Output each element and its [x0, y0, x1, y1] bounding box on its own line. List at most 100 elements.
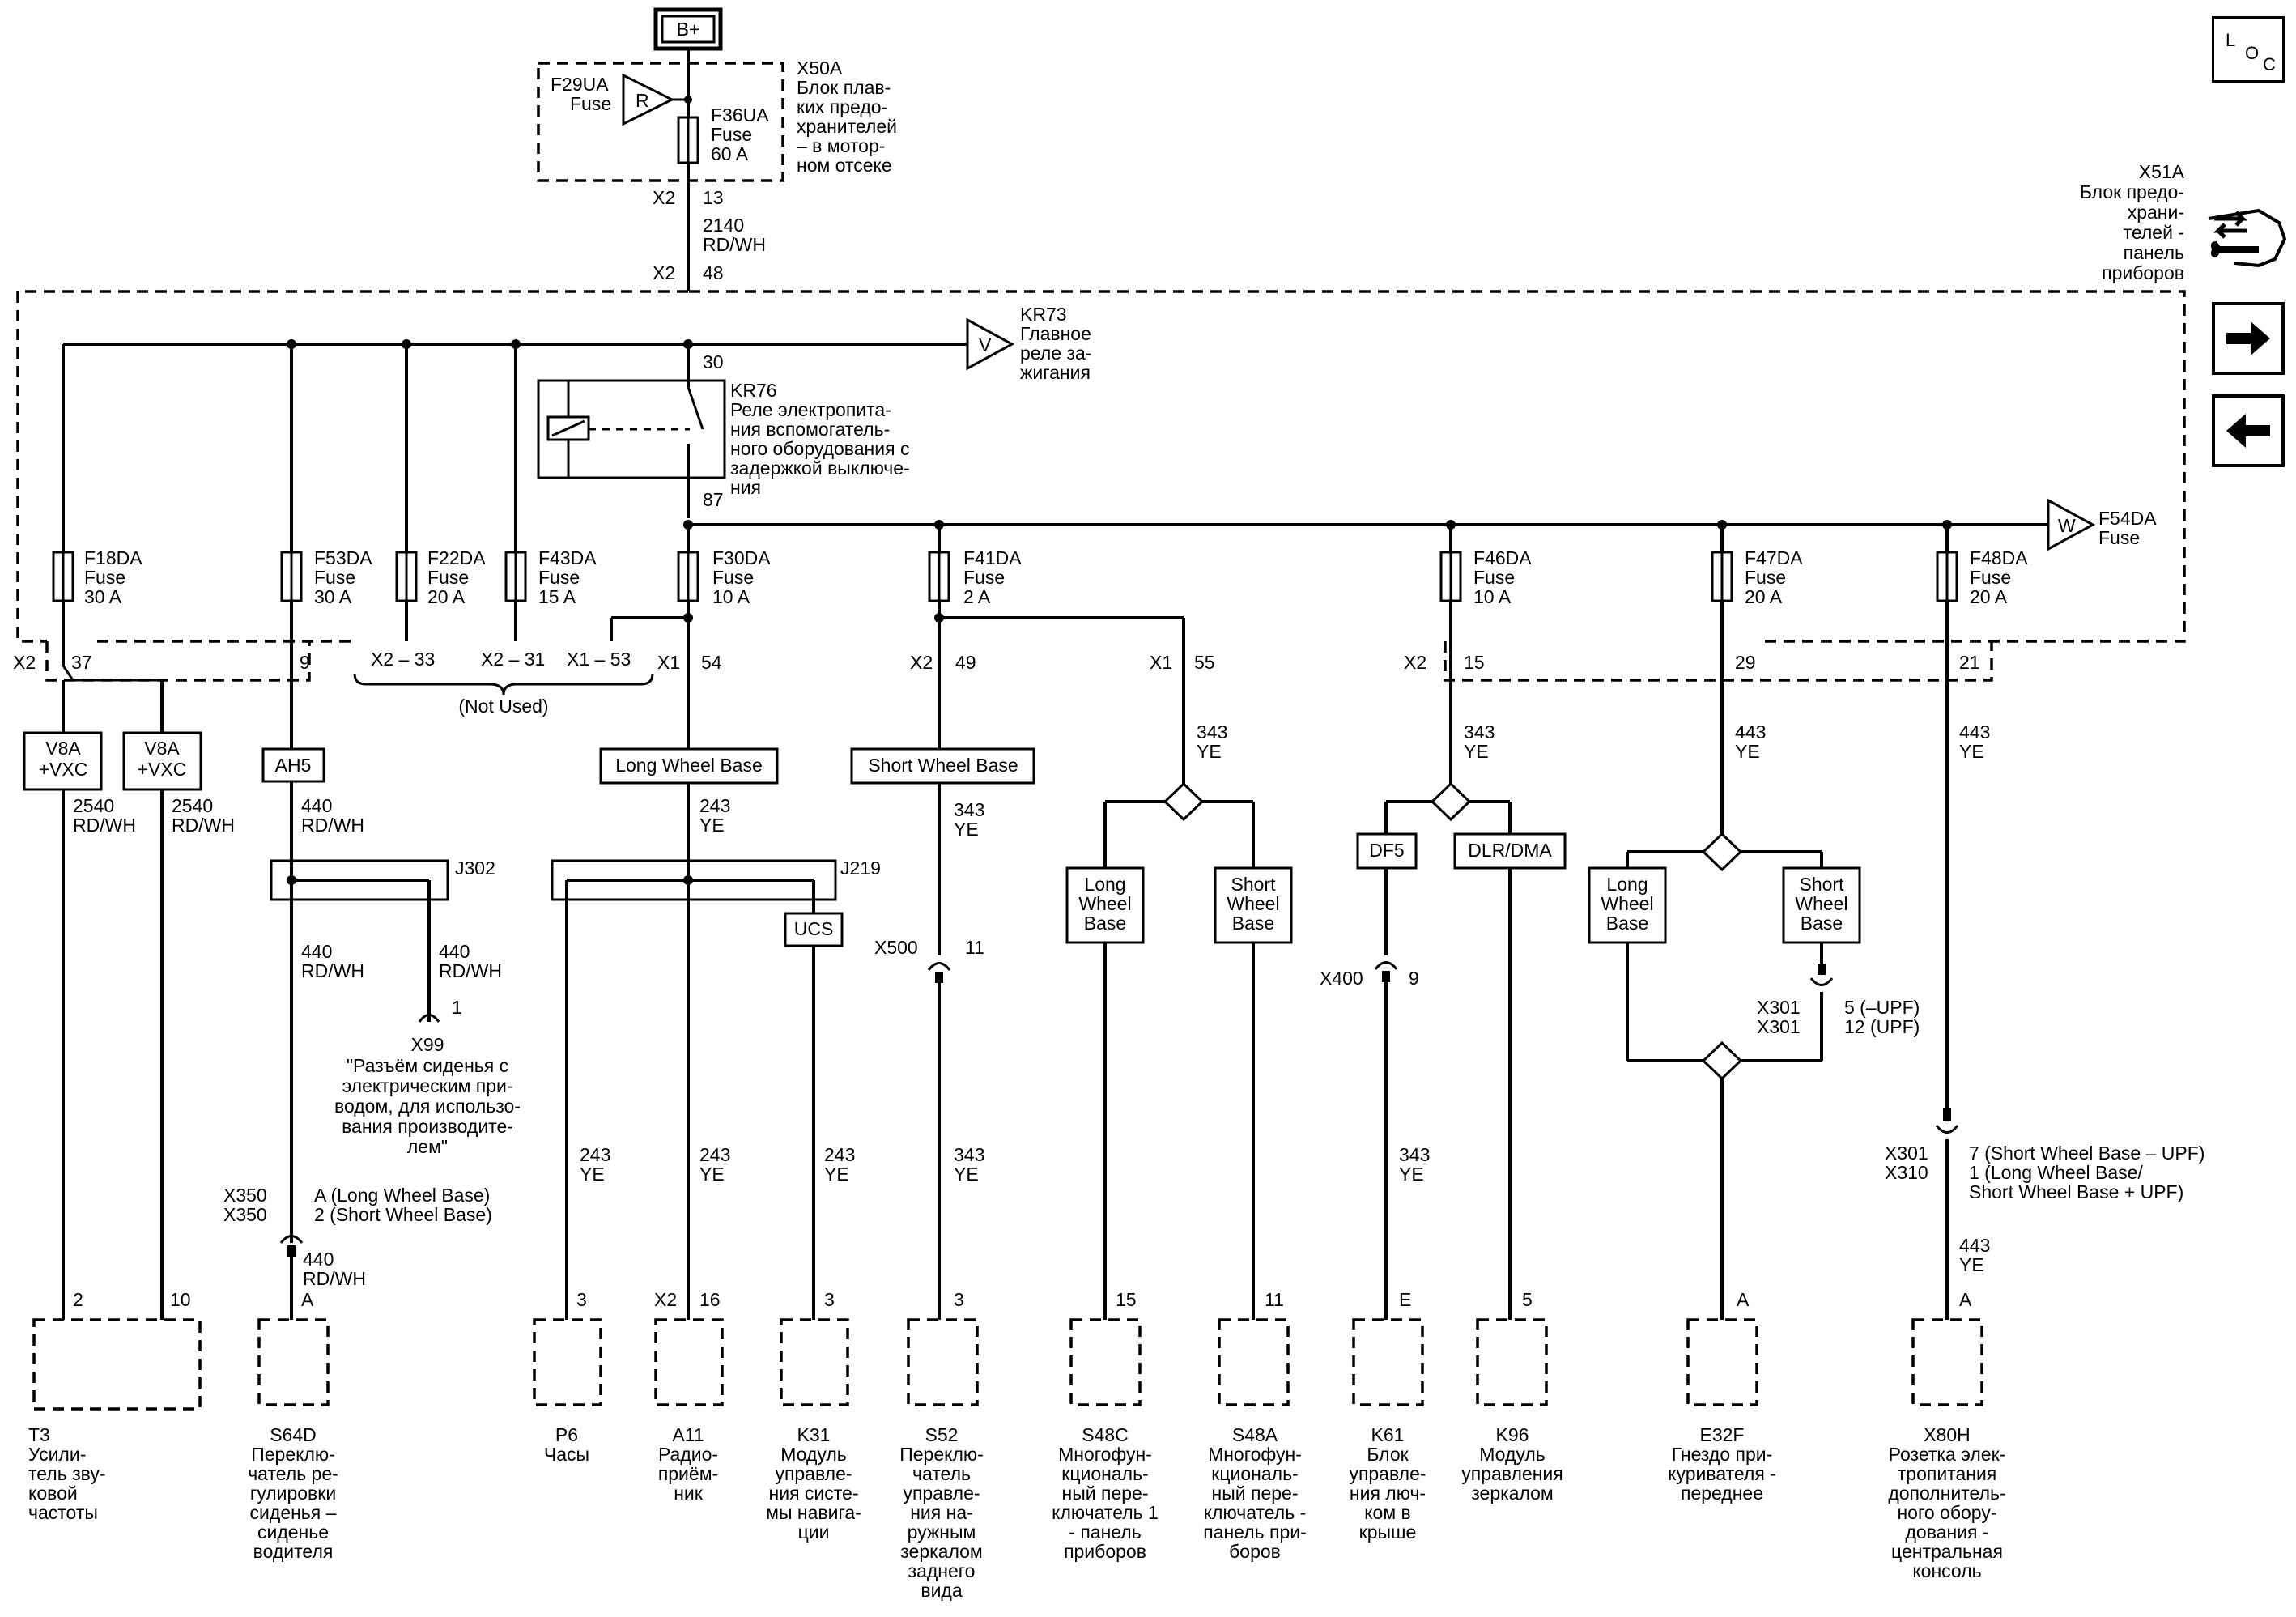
svg-text:RD/WH: RD/WH: [303, 1268, 366, 1289]
loc-letter-l: L: [2226, 30, 2236, 50]
svg-text:ком в: ком в: [1364, 1502, 1411, 1523]
svg-text:X301: X301: [1885, 1143, 1928, 1164]
svg-text:A (Long Wheel Base): A (Long Wheel Base): [314, 1185, 490, 1206]
svg-text:X2 – 31: X2 – 31: [481, 649, 545, 670]
svg-text:3: 3: [824, 1289, 835, 1310]
svg-text:KR73: KR73: [1020, 304, 1067, 325]
svg-text:X2: X2: [1404, 652, 1426, 673]
svg-text:X301: X301: [1757, 1016, 1801, 1037]
svg-text:водителя: водителя: [253, 1541, 334, 1562]
svg-text:S64D: S64D: [270, 1424, 317, 1445]
svg-text:440: 440: [301, 795, 332, 816]
svg-text:Wheel: Wheel: [1078, 893, 1131, 914]
svg-text:ружным: ружным: [908, 1521, 976, 1543]
connector-tools-icon[interactable]: [2202, 194, 2291, 275]
svg-text:F47DA: F47DA: [1745, 547, 1803, 568]
svg-text:K61: K61: [1371, 1424, 1405, 1445]
svg-text:X2: X2: [654, 1289, 677, 1310]
svg-text:S48A: S48A: [1232, 1424, 1278, 1445]
svg-text:Многофун-: Многофун-: [1058, 1444, 1152, 1465]
svg-text:AH5: AH5: [275, 755, 312, 776]
svg-text:443: 443: [1735, 721, 1766, 743]
svg-text:UCS: UCS: [794, 918, 834, 939]
svg-text:YE: YE: [954, 1164, 979, 1185]
svg-text:RD/WH: RD/WH: [703, 234, 766, 255]
svg-text:приём-: приём-: [658, 1463, 718, 1484]
svg-text:ких предо-: ких предо-: [797, 96, 887, 117]
svg-text:16: 16: [699, 1289, 721, 1310]
component-labels: T3 Усили- тель зву- ковой частоты S64D П…: [28, 1424, 2006, 1601]
svg-text:21: 21: [1959, 652, 1980, 673]
svg-text:37: 37: [71, 652, 92, 673]
ignition-bus: V KR73 Главное реле за- жигания: [63, 304, 1091, 383]
svg-text:F22DA: F22DA: [427, 547, 486, 568]
x80h-branch: 443 YE X301 X310 7 (Short Wheel Base – U…: [1885, 721, 2205, 1406]
svg-text:+VXC: +VXC: [138, 759, 187, 780]
svg-text:343: 343: [954, 1144, 984, 1165]
svg-text:15: 15: [1116, 1289, 1137, 1310]
svg-text:V: V: [979, 334, 992, 355]
s52-branch: Short Wheel Base 343 YE X500 11 343 YE 3: [850, 747, 1035, 1406]
svg-text:2140: 2140: [703, 215, 744, 236]
svg-text:лем": лем": [407, 1136, 448, 1157]
svg-text:T3: T3: [28, 1424, 50, 1445]
k96-component: [1476, 1318, 1548, 1406]
svg-text:20 A: 20 A: [427, 586, 466, 607]
svg-text:Base: Base: [1232, 913, 1274, 934]
svg-text:Fuse: Fuse: [314, 567, 355, 588]
svg-text:Long: Long: [1606, 874, 1648, 895]
svg-text:9: 9: [300, 652, 310, 673]
svg-text:гулировки: гулировки: [250, 1483, 336, 1504]
svg-text:Блок: Блок: [1367, 1444, 1409, 1465]
svg-text:DLR/DMA: DLR/DMA: [1468, 840, 1552, 861]
svg-text:чатель: чатель: [912, 1463, 971, 1484]
svg-text:Fuse: Fuse: [1745, 567, 1786, 588]
svg-text:мы навига-: мы навига-: [766, 1502, 861, 1523]
previous-page-button[interactable]: [2212, 394, 2285, 467]
svg-text:11: 11: [1265, 1289, 1284, 1310]
panel-fuses: F18DA Fuse 30 A F53DA Fuse 30 A F22DA Fu…: [52, 344, 2028, 1121]
svg-text:2 (Short Wheel Base): 2 (Short Wheel Base): [314, 1204, 492, 1225]
svg-text:2540: 2540: [73, 795, 114, 816]
svg-text:20 A: 20 A: [1970, 586, 2008, 607]
svg-text:X1: X1: [657, 652, 680, 673]
svg-text:Модуль: Модуль: [780, 1444, 847, 1465]
svg-text:343: 343: [954, 799, 984, 820]
k31-component: [780, 1318, 849, 1406]
loc-badge[interactable]: L O C: [2212, 16, 2285, 83]
next-page-button[interactable]: [2212, 302, 2285, 375]
svg-text:сиденья –: сиденья –: [250, 1502, 337, 1523]
svg-text:ного оборудования с: ного оборудования с: [730, 438, 909, 459]
svg-text:управле-: управле-: [903, 1483, 980, 1504]
svg-text:ный пере-: ный пере-: [1212, 1483, 1299, 1504]
svg-text:ного обору-: ного обору-: [1897, 1502, 1996, 1523]
svg-text:Гнездо при-: Гнездо при-: [1672, 1444, 1773, 1465]
svg-text:задержкой выключе-: задержкой выключе-: [730, 457, 910, 479]
svg-text:управле-: управле-: [775, 1463, 852, 1484]
svg-text:P6: P6: [555, 1424, 578, 1445]
svg-text:A: A: [301, 1289, 314, 1310]
svg-text:Fuse: Fuse: [538, 567, 580, 588]
svg-text:Розетка элек-: Розетка элек-: [1889, 1444, 2006, 1465]
svg-text:S52: S52: [925, 1424, 959, 1445]
svg-text:консоль: консоль: [1912, 1560, 1981, 1581]
svg-text:X2: X2: [910, 652, 933, 673]
svg-text:243: 243: [699, 795, 730, 816]
svg-text:Short: Short: [1800, 874, 1845, 895]
x80h-component: [1911, 1318, 1983, 1406]
s48-branch: 343 YE Long Wheel Base Short Wheel Base …: [1065, 721, 1293, 1406]
svg-text:48: 48: [703, 262, 724, 283]
svg-text:электрическим при-: электрическим при-: [342, 1075, 512, 1096]
svg-text:30: 30: [703, 351, 724, 372]
kr73-terminal: [966, 317, 1015, 371]
svg-text:1: 1: [452, 997, 462, 1018]
svg-text:YE: YE: [824, 1164, 849, 1185]
svg-text:F30DA: F30DA: [712, 547, 771, 568]
svg-text:управле-: управле-: [1349, 1463, 1426, 1484]
svg-text:30 A: 30 A: [314, 586, 352, 607]
svg-text:ковой: ковой: [28, 1483, 78, 1504]
e32f-branch: 443 YE Long Wheel Base Short Wheel Base …: [1588, 721, 1920, 1406]
svg-text:2: 2: [73, 1289, 83, 1310]
svg-text:54: 54: [701, 652, 722, 673]
supply-label: B+: [677, 19, 700, 40]
